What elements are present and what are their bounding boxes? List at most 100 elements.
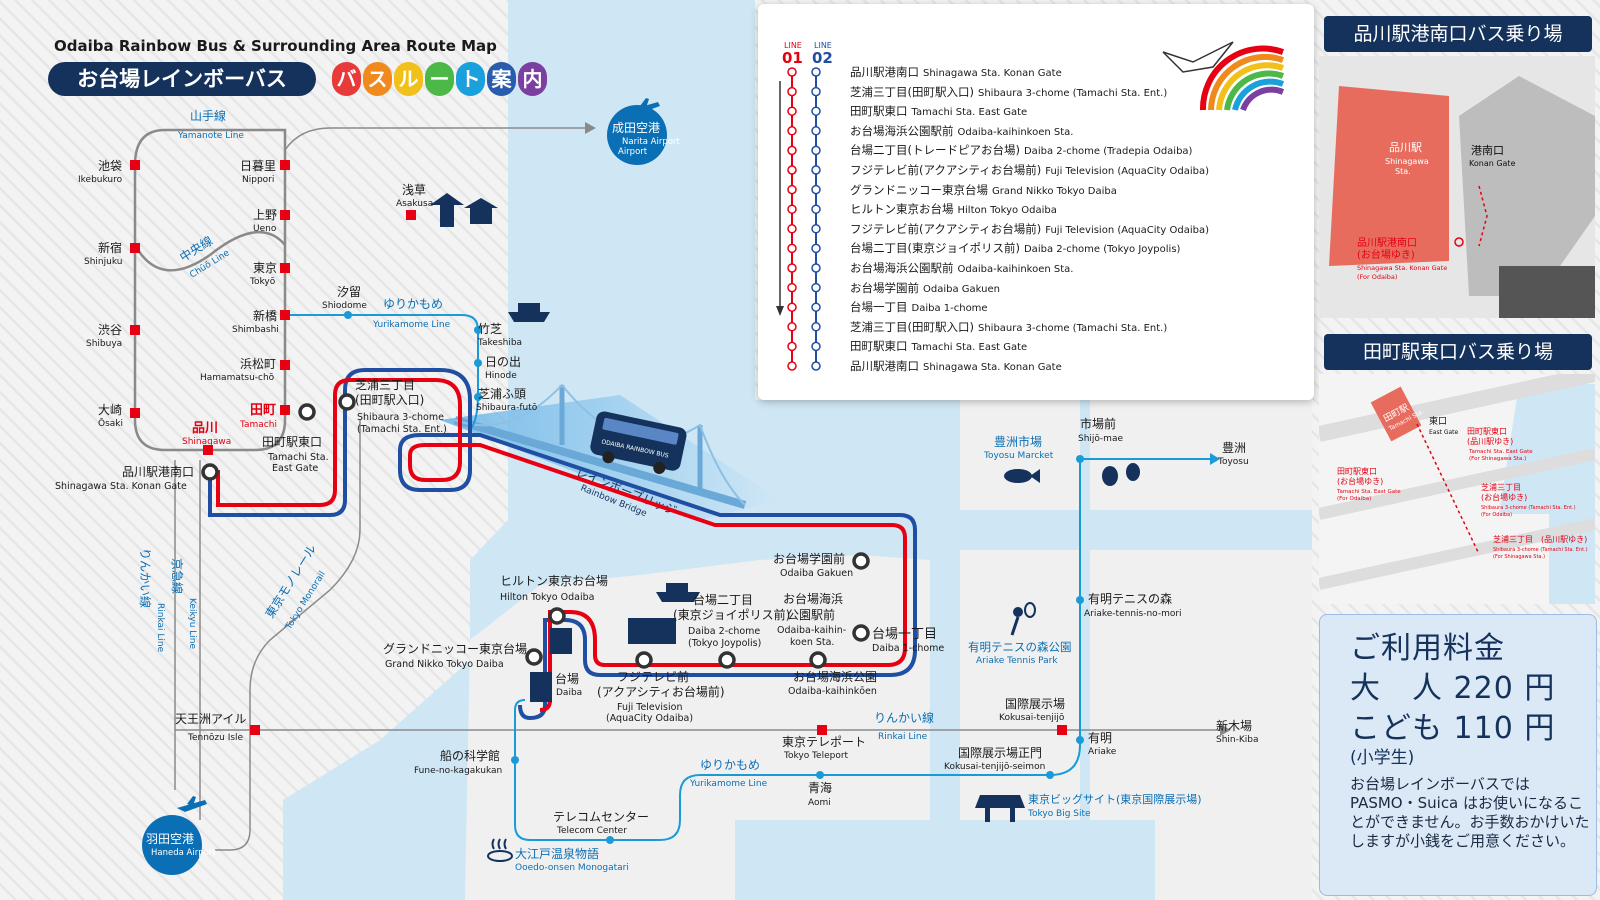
shiodome-en: Shiodome	[322, 301, 367, 311]
legend-stop-jp: お台場学園前	[850, 280, 919, 295]
yurikamome-label2-en: Yurikamome Line	[689, 779, 768, 789]
toyosu-island	[960, 400, 1312, 510]
legend-stop-en: Shinagawa Sta. Konan Gate	[923, 68, 1062, 79]
tamachi-l3-jp2: (お台場ゆき)	[1481, 492, 1527, 502]
konan-stop-en2: (For Odaiba)	[1357, 273, 1397, 281]
legend-line01-dot	[787, 86, 797, 97]
kaihinmae-jp2: 公園駅前	[787, 607, 835, 622]
rinkai-label-jp: りんかい線	[874, 710, 934, 725]
tamachi-l4-en: Shibaura 3-chome (Tamachi Sta. Ent.)	[1493, 547, 1588, 553]
legend-line01-dot	[787, 165, 797, 175]
oedo-jp: 大江戸温泉物語	[515, 846, 599, 861]
narita-badge	[607, 105, 667, 165]
konan-stop-jp2: (お台場ゆき)	[1357, 248, 1415, 261]
kaihinmae-en2: koen Sta.	[790, 637, 834, 648]
shiodome-jp: 汐留	[337, 284, 361, 299]
vegetable-icon	[1102, 463, 1140, 486]
daiba2-jp2: (東京ジョイポリス前)	[673, 607, 790, 622]
subtitle-chip: 案	[487, 62, 516, 96]
hinode-en: Hinode	[485, 371, 517, 381]
gull-rainbow-icon	[1162, 41, 1285, 112]
legend-line01-dot	[787, 224, 797, 234]
yurikamome-label-en: Yurikamome Line	[372, 320, 451, 330]
keikyu-vertical-en: Keikyu Line	[187, 598, 197, 649]
tamachi-panel-title: 田町駅東口バス乗り場	[1324, 334, 1592, 370]
shinkiba-jp: 新木場	[1216, 718, 1252, 733]
nippori-en: Nippori	[242, 175, 274, 185]
aomi-jp: 青海	[808, 780, 832, 795]
legend-stop-en: Fuji Television (AquaCity Odaiba)	[1045, 224, 1209, 236]
tamachi-l1-jp2: (品川駅ゆき)	[1467, 437, 1513, 446]
legend-line01-dot	[787, 322, 797, 332]
ariake-en: Ariake	[1088, 747, 1117, 757]
yurikamome-label-jp: ゆりかもめ	[383, 297, 443, 311]
legend-stop-en: Tamachi Sta. East Gate	[911, 342, 1028, 354]
tamachi-l4-jp2: (品川駅ゆき)	[1541, 535, 1587, 544]
legend-stop-jp: 芝浦三丁目(田町駅入口)	[850, 84, 974, 99]
daiba2-en: Daiba 2-chome	[688, 626, 760, 637]
daiba1-en: Daiba 1-chome	[872, 643, 944, 654]
kaihinmae-jp: お台場海浜	[783, 591, 843, 606]
shinagawa-area-map: 品川駅 Shinagawa Sta. 港南口 Konan Gate 品川駅港南口…	[1319, 56, 1595, 318]
tamachi-l1-en: Tamachi Sta. East Gate	[1468, 449, 1533, 455]
legend-line01-dot	[787, 145, 797, 156]
shibaura3-en: Shibaura 3-chome	[357, 412, 444, 423]
line01-number: 01	[782, 49, 803, 67]
shinagawa-station-en: Shinagawa	[1385, 157, 1429, 166]
hinode-jp: 日の出	[485, 355, 521, 369]
fare-info-box: ご利用料金 大 人 220 円 こども 110 円 (小学生) お台場レインボー…	[1319, 614, 1597, 896]
shibaura3-jp2: (田町駅入口)	[355, 393, 424, 407]
legend-line01-dot	[787, 184, 797, 195]
tamachi-l3-en: Shibaura 3-chome (Tamachi Sta. Ent.)	[1481, 505, 1576, 511]
shinagawa-panel-title: 品川駅港南口バス乗り場	[1324, 16, 1592, 52]
line02-number: 02	[812, 49, 833, 67]
ueno-en: Ueno	[253, 224, 277, 234]
fare-child-note: (小学生)	[1350, 748, 1415, 768]
line02-label: LINE	[814, 41, 832, 50]
kokusai-jp: 国際展示場	[1005, 697, 1065, 711]
bigsight-en: Tokyo Big Site	[1027, 809, 1091, 819]
shibaurafuto-jp: 芝浦ふ頭	[478, 386, 526, 401]
shinjuku-en: Shinjuku	[84, 257, 122, 267]
legend-stop-en: Odaiba-kaihinkoen Sta.	[957, 126, 1074, 138]
daiba-en: Daiba	[556, 688, 582, 698]
legend-line02-dot	[811, 361, 821, 371]
ship-icon-daiba	[656, 583, 700, 602]
gakuen-en: Odaiba Gakuen	[780, 568, 853, 579]
shijomae-en: Shijō-mae	[1078, 434, 1123, 444]
legend-stop: フジテレビ前(アクアシティお台場前)Fuji Television (AquaC…	[850, 221, 1209, 237]
daiba1-jp: 台場一丁目	[872, 627, 937, 642]
gakuen-jp: お台場学園前	[773, 551, 845, 566]
daiba-jp: 台場	[555, 671, 579, 686]
yamanote-label-jp: 山手線	[190, 108, 226, 123]
legend-stop-jp: 台場二丁目(トレードピアお台場)	[850, 143, 1020, 158]
teleport-jp: 東京テレポート	[782, 735, 866, 749]
subtitle-chip: 内	[518, 62, 547, 96]
legend-stop-en: Shinagawa Sta. Konan Gate	[923, 362, 1062, 373]
hilton-jp: ヒルトン東京お台場	[500, 573, 608, 588]
haneda-badge	[142, 815, 202, 875]
fare-title: ご利用料金	[1350, 631, 1505, 666]
ariaketennis-jp: 有明テニスの森	[1088, 591, 1172, 606]
shibuya-en: Shibuya	[86, 339, 122, 349]
tamachieast-en: Tamachi Sta.	[267, 452, 329, 463]
subtitle-chip: ト	[456, 62, 485, 96]
shijomae-jp: 市場前	[1080, 416, 1116, 431]
konan-en: Shinagawa Sta. Konan Gate	[55, 481, 187, 492]
tennis-icon	[1010, 602, 1036, 636]
legend-stop-en: Tamachi Sta. East Gate	[911, 107, 1028, 119]
grandnikko-jp: グランドニッコー東京台場	[383, 641, 527, 656]
ariake-jp: 有明	[1088, 731, 1112, 745]
map-title-en: Odaiba Rainbow Bus & Surrounding Area Ro…	[54, 37, 497, 55]
tamachieast-en2: East Gate	[272, 463, 318, 474]
legend-line02-dot	[811, 165, 821, 175]
rinkai-vertical-en: Rinkai Line	[155, 603, 165, 653]
legend-line01-dot	[787, 302, 797, 312]
subtitle-chip: ー	[425, 62, 454, 96]
